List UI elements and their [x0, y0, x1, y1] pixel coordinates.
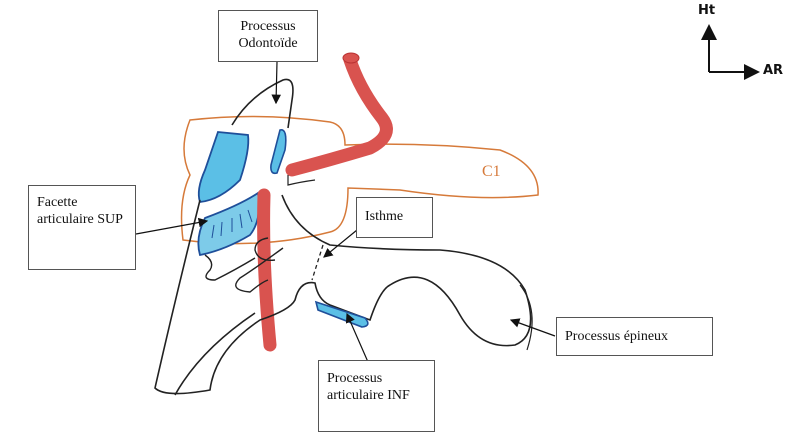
label-spinous-process: Processus épineux: [556, 317, 713, 356]
axis-label-posterior: AR: [763, 63, 784, 78]
inferior-articular-facet: [314, 300, 369, 328]
vertebral-artery: [285, 53, 393, 177]
c1-label: C1: [482, 163, 501, 180]
dens-facet: [270, 129, 287, 175]
axis-outline: [154, 194, 532, 395]
atlas-facet: [197, 131, 250, 203]
c1-outline: [180, 115, 539, 245]
orientation-axes-icon: [701, 24, 760, 80]
label-odontoid: Processus Odontoïde: [218, 10, 318, 62]
label-superior-facet: Facette articulaire SUP: [28, 185, 136, 270]
label-inferior-articular: Processus articulaire INF: [318, 360, 435, 432]
axis-label-up: Ht: [698, 3, 716, 18]
label-isthmus: Isthme: [356, 197, 433, 238]
odontoid-outline: [231, 78, 294, 129]
superior-facet: [197, 191, 260, 257]
